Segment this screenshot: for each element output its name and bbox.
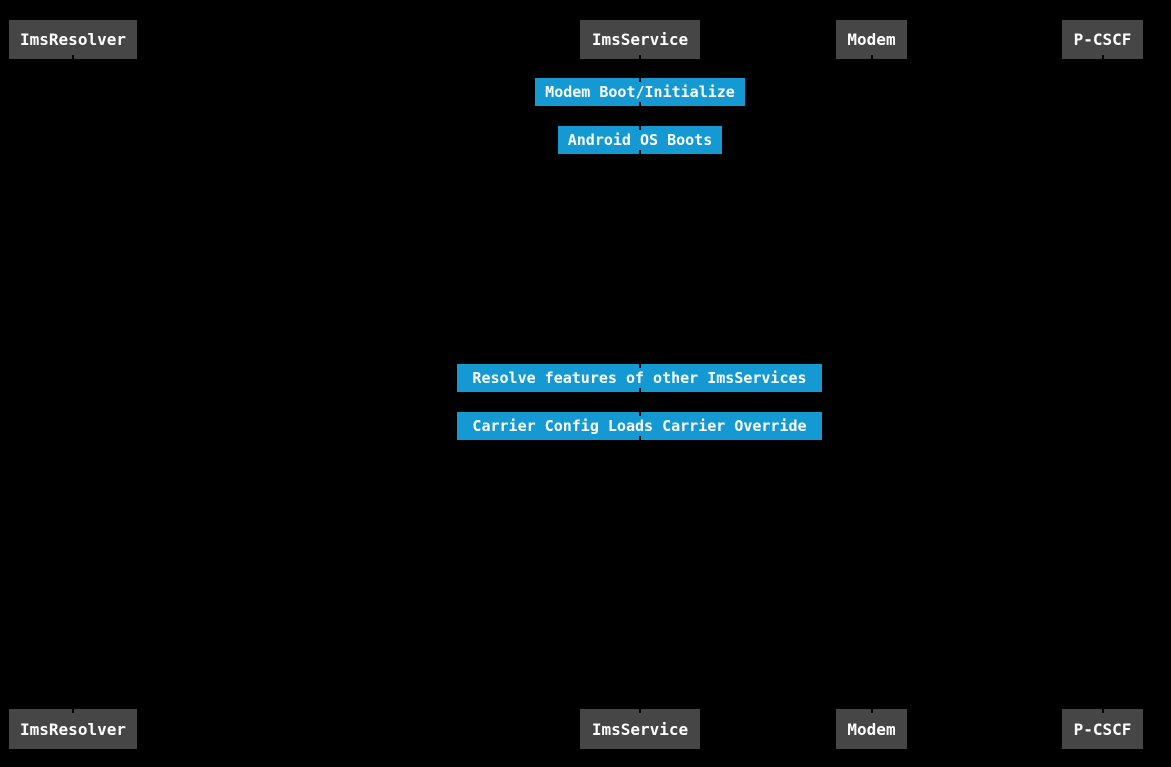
participant-bottom-pcscf: P-CSCF xyxy=(1062,705,1143,749)
participant-top-imsservice: ImsService xyxy=(580,20,700,63)
participant-bottom-imsresolver: ImsResolver xyxy=(9,705,137,749)
participant-top-modem: Modem xyxy=(836,20,907,63)
note-android-os-boots: Android OS Boots xyxy=(558,122,722,158)
note-carrier-config-override: Carrier Config Loads Carrier Override xyxy=(457,408,822,444)
note-resolve-features: Resolve features of other ImsServices xyxy=(457,360,822,396)
participant-top-imsresolver: ImsResolver xyxy=(9,20,137,63)
participant-top-pcscf: P-CSCF xyxy=(1062,20,1143,63)
note-modem-boot-initialize: Modem Boot/Initialize xyxy=(535,74,745,110)
participant-bottom-modem: Modem xyxy=(836,705,907,749)
participant-bottom-imsservice: ImsService xyxy=(580,705,700,749)
